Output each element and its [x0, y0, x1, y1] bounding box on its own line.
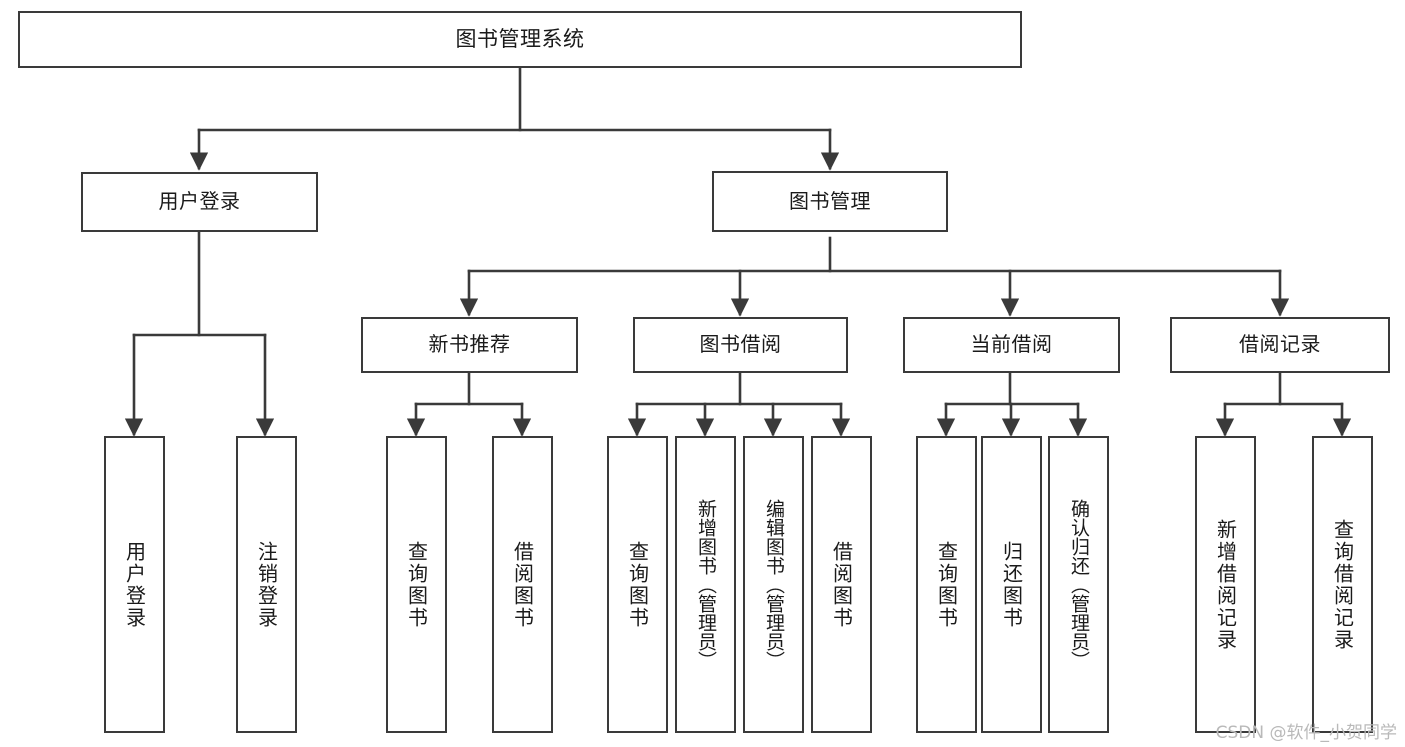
leaf-borrow-book-2[interactable]: 借阅图书	[811, 436, 872, 733]
node-label: 查询借阅记录	[1330, 518, 1355, 651]
node-book-manage[interactable]: 图书管理	[712, 171, 948, 232]
node-label: 借阅记录	[1239, 332, 1321, 357]
leaf-query-book-2[interactable]: 查询图书	[607, 436, 668, 733]
node-book-borrow[interactable]: 图书借阅	[633, 317, 848, 373]
node-label: 查询图书	[625, 540, 650, 629]
node-label: 注销登录	[254, 540, 279, 629]
node-label: 确认归还（管理员）	[1068, 499, 1090, 670]
node-user-login[interactable]: 用户登录	[81, 172, 318, 232]
leaf-user-logout[interactable]: 注销登录	[236, 436, 297, 733]
leaf-query-book-3[interactable]: 查询图书	[916, 436, 977, 733]
node-label: 查询图书	[404, 540, 429, 629]
leaf-query-book-1[interactable]: 查询图书	[386, 436, 447, 733]
leaf-user-login[interactable]: 用户登录	[104, 436, 165, 733]
node-label: 新增借阅记录	[1213, 518, 1238, 651]
leaf-add-record[interactable]: 新增借阅记录	[1195, 436, 1256, 733]
node-label: 借阅图书	[510, 540, 535, 629]
leaf-query-record[interactable]: 查询借阅记录	[1312, 436, 1373, 733]
node-root-system[interactable]: 图书管理系统	[18, 11, 1022, 68]
node-label: 归还图书	[999, 540, 1024, 629]
node-new-book-recommend[interactable]: 新书推荐	[361, 317, 578, 373]
node-label: 编辑图书（管理员）	[763, 499, 785, 670]
leaf-edit-book[interactable]: 编辑图书（管理员）	[743, 436, 804, 733]
node-label: 当前借阅	[970, 332, 1053, 357]
node-label: 新增图书（管理员）	[695, 499, 717, 670]
node-label: 查询图书	[934, 540, 959, 629]
node-label: 借阅图书	[829, 540, 854, 629]
node-label: 图书管理	[789, 188, 871, 213]
leaf-return-book[interactable]: 归还图书	[981, 436, 1042, 733]
node-label: 用户登录	[158, 189, 241, 214]
node-label: 图书管理系统	[455, 27, 585, 52]
leaf-add-book[interactable]: 新增图书（管理员）	[675, 436, 736, 733]
leaf-confirm-return[interactable]: 确认归还（管理员）	[1048, 436, 1109, 733]
node-current-borrow[interactable]: 当前借阅	[903, 317, 1120, 373]
node-label: 用户登录	[122, 540, 147, 629]
node-label: 图书借阅	[699, 332, 782, 357]
node-label: 新书推荐	[428, 332, 511, 357]
leaf-borrow-book-1[interactable]: 借阅图书	[492, 436, 553, 733]
node-borrow-record[interactable]: 借阅记录	[1170, 317, 1390, 373]
